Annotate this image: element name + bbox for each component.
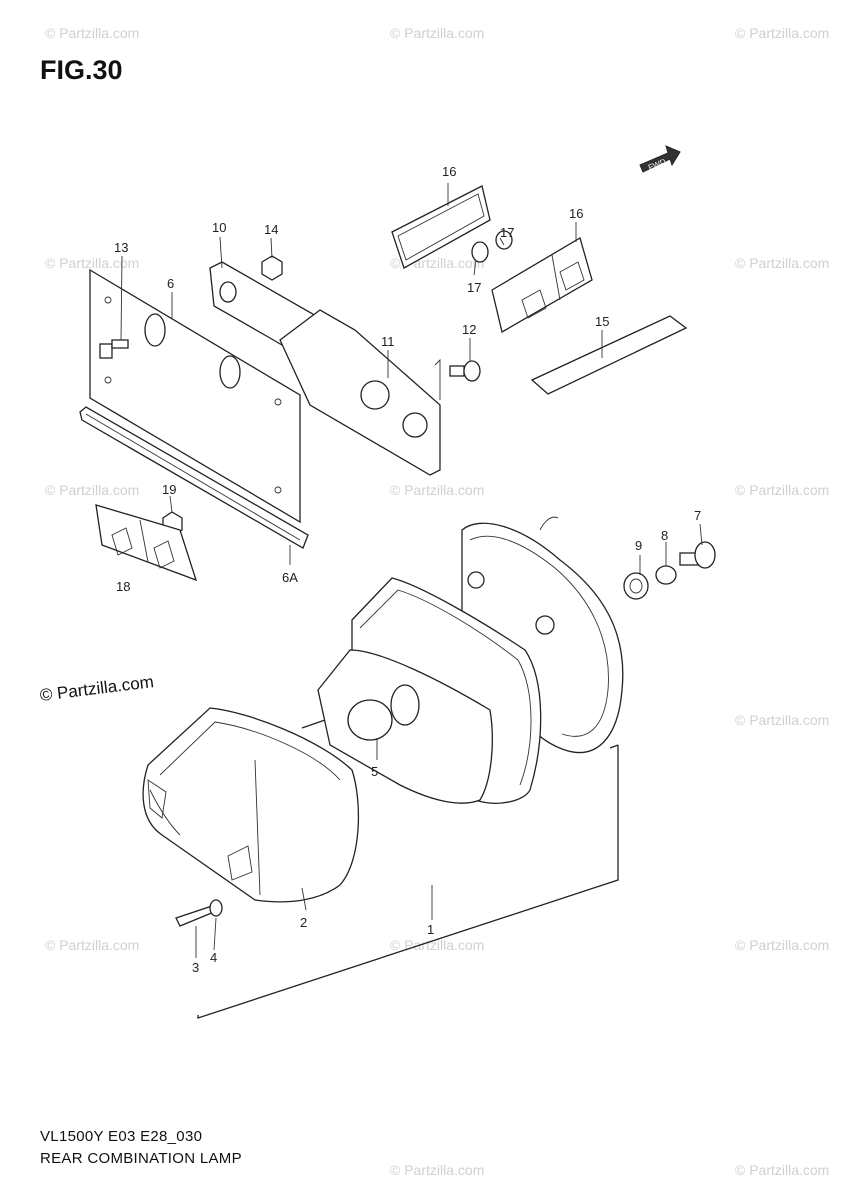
callout-16: 16 (569, 206, 583, 221)
callout-9: 9 (635, 538, 642, 553)
callout-11: 11 (381, 334, 395, 349)
callout-1: 1 (427, 922, 434, 937)
bolt-7 (679, 541, 716, 569)
callout-5: 5 (371, 764, 378, 779)
callout-12: 12 (462, 322, 476, 337)
bracket-11 (279, 309, 441, 476)
reflector-18 (95, 504, 198, 582)
callout-16: 16 (442, 164, 456, 179)
watermark-text: © Partzilla.com (735, 712, 829, 728)
assembly-bracket-line (197, 745, 619, 1019)
screw-12 (434, 358, 481, 400)
diagram-description: REAR COMBINATION LAMP (40, 1150, 242, 1167)
watermark-text: © Partzilla.com (735, 255, 829, 271)
washer-17 (471, 230, 513, 263)
callout-8: 8 (661, 528, 668, 543)
callout-17: 17 (467, 280, 481, 295)
callout-14: 14 (264, 222, 278, 237)
callout-15: 15 (595, 314, 609, 329)
callout-19: 19 (162, 482, 176, 497)
callout-labels: 16 16 10 14 13 6 17 17 11 12 15 9 8 7 19… (114, 164, 701, 975)
watermark-text: © Partzilla.com (735, 1162, 829, 1178)
collar-8 (655, 565, 677, 585)
lamp-socket (301, 649, 493, 804)
watermark-text: © Partzilla.com (390, 482, 484, 498)
washer-4 (209, 899, 223, 917)
bolt-13 (99, 339, 129, 359)
model-code: VL1500Y E03 E28_030 (40, 1128, 203, 1145)
reflector-16-right (491, 237, 593, 333)
screw-3 (175, 905, 215, 927)
strip-15 (530, 315, 688, 395)
watermark-text: © Partzilla.com (735, 937, 829, 953)
fig-title: FIG.30 (40, 55, 123, 85)
callout-7: 7 (694, 508, 701, 523)
reflector-16-upper (391, 185, 491, 269)
callout-6A: 6A (282, 570, 298, 585)
watermark-text: © Partzilla.com (45, 255, 139, 271)
watermark-text: © Partzilla.com (390, 25, 484, 41)
callout-17: 17 (500, 225, 514, 240)
watermark-grid: © Partzilla.com © Partzilla.com © Partzi… (45, 25, 829, 1178)
callout-6: 6 (167, 276, 174, 291)
callout-3: 3 (192, 960, 199, 975)
watermark-text: © Partzilla.com (390, 1162, 484, 1178)
callout-18: 18 (116, 579, 130, 594)
watermark-text: © Partzilla.com (390, 937, 484, 953)
nut-14 (261, 255, 283, 281)
callout-10: 10 (212, 220, 226, 235)
callout-2: 2 (300, 915, 307, 930)
trim-strip (79, 406, 309, 549)
watermark-text: © Partzilla.com (45, 482, 139, 498)
callout-4: 4 (210, 950, 217, 965)
callout-13: 13 (114, 240, 128, 255)
fwd-arrow-icon: FWD (639, 145, 681, 173)
leader-lines (120, 183, 703, 958)
watermark-text: © Partzilla.com (45, 25, 139, 41)
grommet-9 (623, 572, 649, 600)
svg-text:FWD: FWD (647, 157, 667, 172)
lamp-lens (142, 707, 360, 903)
watermark-text: © Partzilla.com (45, 937, 139, 953)
watermark-text: © Partzilla.com (735, 482, 829, 498)
watermark-text: © Partzilla.com (735, 25, 829, 41)
license-plate-bracket (89, 268, 301, 524)
